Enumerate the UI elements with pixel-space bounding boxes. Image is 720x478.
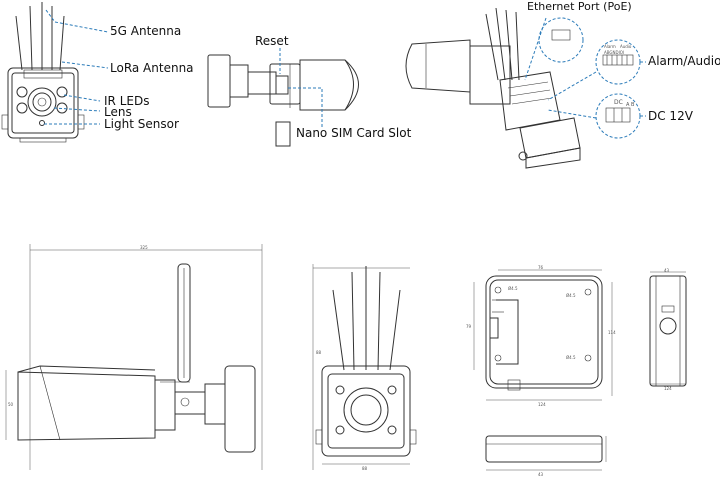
- connector-view: [405, 7, 641, 169]
- dim-profile-bottom: 43: [538, 472, 544, 477]
- dim-side-length: 325: [140, 245, 148, 250]
- base-side-view: [649, 271, 687, 387]
- connector-ab-label: A B: [626, 102, 635, 108]
- rear-sim-leaders: [279, 48, 323, 128]
- dim-box-hole-tl: Ø4.5: [508, 286, 518, 291]
- connector-dc-label: DC: [614, 99, 623, 106]
- callout-nano-sim: Nano SIM Card Slot: [296, 126, 412, 140]
- dim-box-bottom: 124: [538, 402, 546, 407]
- dim-base-height: 43: [664, 268, 670, 273]
- callout-ir-leds: IR LEDs: [104, 94, 150, 108]
- connector-audio-label: Audio: [620, 44, 632, 49]
- dim-front-height: 88: [316, 350, 322, 355]
- junction-profile-view: [485, 435, 607, 471]
- dim-front-width: 88: [362, 466, 368, 471]
- dim-box-left: 79: [466, 324, 472, 329]
- callout-lora-antenna: LoRa Antenna: [110, 61, 194, 75]
- front-view-leaders: [44, 9, 109, 125]
- front-view-camera: [1, 2, 85, 143]
- callout-light-sensor: Light Sensor: [104, 117, 179, 131]
- dim-base-bottom: 124: [664, 386, 672, 391]
- dim-box-top: 76: [538, 265, 544, 270]
- callout-5g-antenna: 5G Antenna: [110, 24, 182, 38]
- dim-side-height: 50: [8, 402, 14, 407]
- callout-reset: Reset: [255, 34, 289, 48]
- callout-ethernet-port: Ethernet Port (PoE): [527, 0, 632, 13]
- antenna-group: [15, 2, 65, 71]
- callout-dc-12v: DC 12V: [648, 109, 693, 123]
- callout-alarm-audio: Alarm/Audio: [648, 54, 720, 68]
- connector-alarm-label: Alarm: [604, 44, 616, 49]
- dim-box-hole-tr: Ø4.5: [566, 293, 576, 298]
- connector-leaders: [524, 17, 646, 119]
- front-dimension-view: [312, 264, 417, 470]
- dim-box-right: 114: [608, 330, 616, 335]
- junction-box-view: [473, 269, 613, 401]
- callout-lens: Lens: [104, 105, 132, 119]
- connector-pins-label: ABGNDIOI: [604, 50, 625, 55]
- rear-sim-view: [207, 54, 359, 147]
- dim-box-hole-br: Ø4.5: [566, 355, 576, 360]
- side-dimension-view: [5, 244, 263, 470]
